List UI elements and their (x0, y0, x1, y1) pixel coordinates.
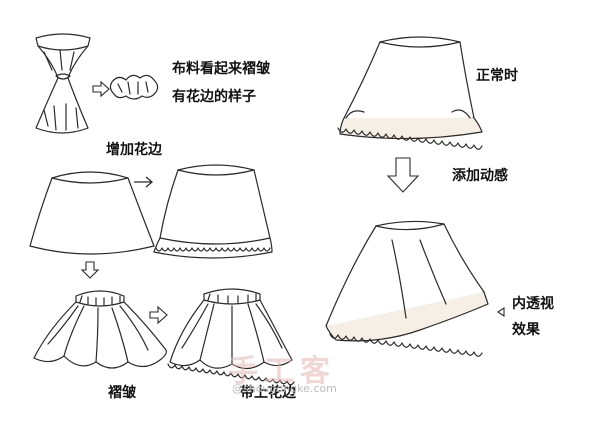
label-pleats: 褶皱 (108, 385, 136, 401)
arrow-right-2 (149, 305, 168, 325)
ruffle-sample (109, 74, 159, 100)
watermark-logo: 手工客 (228, 354, 336, 389)
label-see-through-1: 内透视 (512, 296, 554, 312)
label-fabric-gathered-2: 有花边的样子 (172, 89, 256, 105)
arrow-down-big (386, 157, 420, 193)
label-normal: 正常时 (476, 68, 518, 84)
label-fabric-gathered-1: 布料看起来褶皱 (172, 61, 270, 77)
label-add-motion: 添加动感 (452, 168, 508, 184)
pleated-lace-skirt (167, 288, 295, 386)
lace-hem-skirt (153, 164, 273, 259)
plain-skirt (29, 171, 155, 255)
gathered-fabric-tube (35, 33, 91, 134)
arrow-right-1 (92, 80, 110, 98)
label-see-through-2: 效果 (512, 322, 540, 338)
arrow-down-1 (80, 261, 100, 279)
label-with-lace: 带上花边 (240, 385, 296, 401)
arrow-left-small (497, 306, 505, 318)
arrow-thin-right (134, 176, 154, 188)
pleated-skirt (33, 290, 167, 369)
motion-skirt-with-lining (325, 220, 489, 357)
normal-skirt-with-lining (337, 36, 483, 150)
label-add-lace: 增加花边 (106, 142, 162, 158)
watermark-url: @shougongke.com (232, 382, 337, 395)
